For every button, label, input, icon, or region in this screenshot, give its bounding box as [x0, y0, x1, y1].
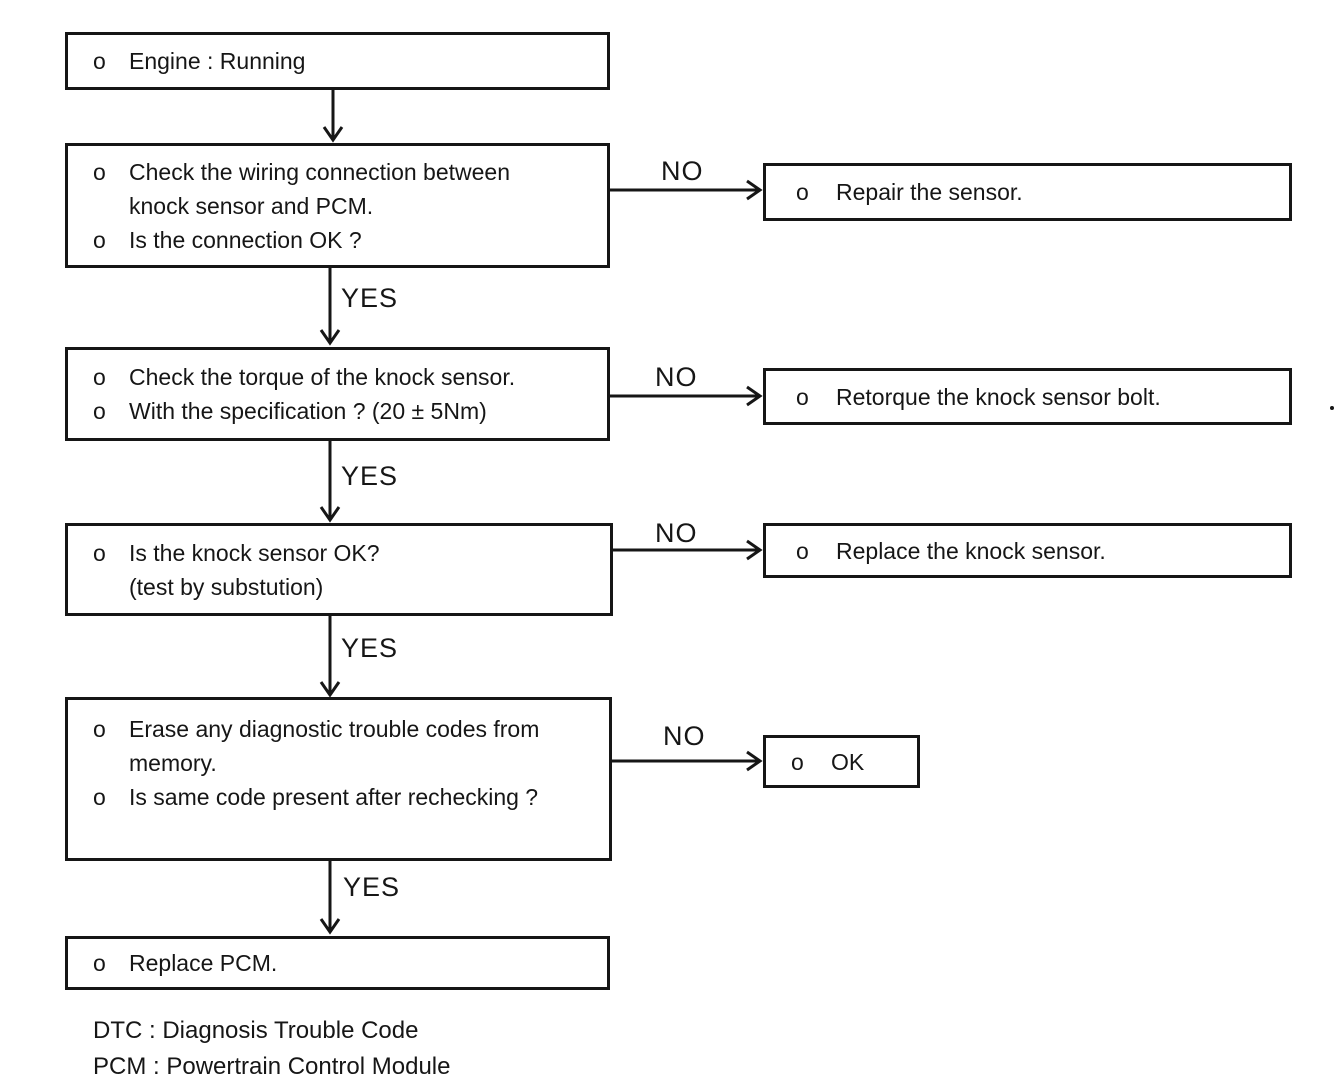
bullet-item: o Check the torque of the knock sensor.	[93, 360, 601, 394]
arrow-down-1	[322, 90, 344, 143]
step-text: Replace PCM.	[129, 950, 278, 976]
arrow-down-yes-3	[319, 615, 341, 698]
bullet-item: o Replace the knock sensor.	[796, 534, 1283, 568]
bullet-marker: o	[93, 364, 106, 390]
bullet-marker: o	[93, 48, 106, 74]
step-text: knock sensor and PCM.	[129, 192, 374, 219]
step-check-torque: o Check the torque of the knock sensor. …	[65, 347, 610, 441]
step-text: With the specification ? (20 ± 5Nm)	[129, 398, 487, 424]
bullet-item: o Is same code present after rechecking …	[93, 780, 603, 814]
step-replace-pcm: o Replace PCM.	[65, 936, 610, 990]
step-text: Is same code present after rechecking ?	[129, 784, 539, 810]
yes-label-2: YES	[341, 461, 399, 491]
yes-label-3: YES	[341, 633, 399, 663]
step-engine-running: o Engine : Running	[65, 32, 610, 90]
no-label-1: NO	[661, 156, 704, 186]
step-check-wiring: o Check the wiring connection between kn…	[65, 143, 610, 268]
result-text: Replace the knock sensor.	[836, 537, 1106, 564]
bullet-item: o With the specification ? (20 ± 5Nm)	[93, 394, 601, 428]
bullet-marker: o	[791, 748, 804, 775]
legend-dtc: DTC : Diagnosis Trouble Code	[93, 1017, 419, 1044]
step-text: (test by substution)	[129, 573, 324, 600]
result-text: OK	[831, 748, 865, 775]
scan-speck	[1330, 406, 1334, 410]
yes-label-4: YES	[343, 872, 401, 902]
step-knock-sensor-ok: o Is the knock sensor OK? (test by subst…	[65, 523, 613, 616]
bullet-marker: o	[796, 537, 809, 564]
legend-pcm: PCM : Powertrain Control Module	[93, 1053, 451, 1080]
result-retorque-bolt: o Retorque the knock sensor bolt.	[763, 368, 1292, 425]
result-replace-sensor: o Replace the knock sensor.	[763, 523, 1292, 578]
bullet-item: o Is the knock sensor OK? (test by subst…	[93, 536, 604, 604]
bullet-marker: o	[93, 226, 106, 253]
arrow-down-yes-2	[319, 441, 341, 523]
step-text: Is the connection OK ?	[129, 226, 362, 253]
bullet-marker: o	[93, 398, 106, 424]
yes-label-1: YES	[341, 283, 399, 313]
step-text: Check the torque of the knock sensor.	[129, 364, 516, 390]
abbreviation-legend: DTC : Diagnosis Trouble Code PCM : Power…	[93, 1013, 450, 1085]
step-erase-dtc: o Erase any diagnostic trouble codes fro…	[65, 697, 612, 861]
bullet-marker: o	[796, 383, 809, 410]
bullet-item: o Engine : Running	[93, 44, 601, 78]
no-label-3: NO	[655, 518, 698, 548]
bullet-marker: o	[93, 784, 106, 810]
step-text: Is the knock sensor OK?	[129, 539, 380, 566]
bullet-item: o Replace PCM.	[93, 946, 601, 980]
step-text: Check the wiring connection between	[129, 158, 511, 185]
no-label-2: NO	[655, 362, 698, 392]
arrow-down-yes-1	[319, 268, 341, 346]
bullet-item: o Retorque the knock sensor bolt.	[796, 380, 1283, 414]
bullet-item: o Repair the sensor.	[796, 175, 1283, 209]
result-ok: o OK	[763, 735, 920, 788]
step-text: Erase any diagnostic trouble codes from	[129, 716, 540, 742]
bullet-item: o OK	[791, 745, 911, 779]
bullet-item: o Check the wiring connection between kn…	[93, 155, 601, 223]
bullet-marker: o	[93, 539, 106, 566]
step-text: Engine : Running	[129, 48, 306, 74]
arrow-down-yes-4	[319, 861, 341, 935]
result-text: Retorque the knock sensor bolt.	[836, 383, 1161, 410]
bullet-item: o Is the connection OK ?	[93, 223, 601, 257]
bullet-item: o Erase any diagnostic trouble codes fro…	[93, 712, 603, 780]
bullet-marker: o	[93, 716, 106, 742]
step-text: memory.	[129, 750, 217, 776]
bullet-marker: o	[93, 950, 106, 976]
bullet-marker: o	[93, 158, 106, 185]
result-repair-sensor: o Repair the sensor.	[763, 163, 1292, 221]
bullet-marker: o	[796, 179, 809, 205]
result-text: Repair the sensor.	[836, 179, 1023, 205]
no-label-4: NO	[663, 721, 706, 751]
arrow-right-no-4	[610, 750, 763, 772]
